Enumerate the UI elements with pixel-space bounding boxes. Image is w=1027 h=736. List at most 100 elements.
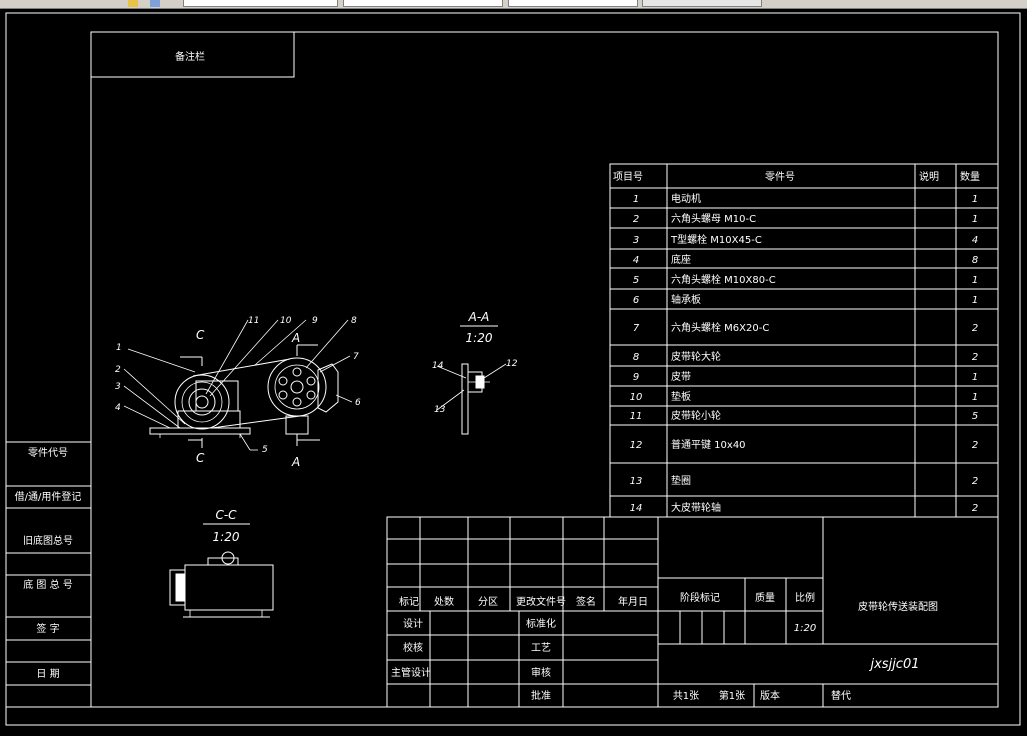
bom-row-qty: 2 bbox=[972, 323, 978, 334]
callout-aa-13: 13 bbox=[434, 405, 446, 415]
bom-row-no: 8 bbox=[633, 352, 639, 363]
bom-row-no: 12 bbox=[630, 440, 643, 451]
rev-header: 更改文件号 bbox=[516, 595, 566, 608]
sign-row: 校核 bbox=[403, 641, 423, 654]
std-row: 标准化 bbox=[526, 617, 556, 630]
bom-row-name: 电动机 bbox=[671, 192, 701, 205]
std-row: 批准 bbox=[531, 689, 551, 702]
bom-row-name: T型螺栓 M10X45-C bbox=[670, 233, 762, 246]
bom-table: 项目号 零件号 说明 数量 1 电动机 1 2 六角头螺母 M10-C 1 3 … bbox=[609, 163, 999, 518]
bom-row-name: 垫板 bbox=[671, 390, 691, 403]
bom-row-qty: 8 bbox=[972, 255, 978, 266]
rev-header: 签名 bbox=[576, 595, 596, 608]
assembly-main-view: C C A A 1 2 3 4 5 6 7 8 9 10 11 bbox=[115, 316, 361, 469]
bom-row-qty: 1 bbox=[972, 275, 978, 286]
callout-3: 3 bbox=[115, 382, 121, 392]
drawing-code: jxsjjc01 bbox=[869, 657, 920, 672]
bom-row-no: 3 bbox=[633, 235, 639, 246]
side-row: 零件代号 bbox=[28, 447, 68, 459]
mass-label: 质量 bbox=[755, 592, 775, 604]
sign-row: 设计 bbox=[403, 617, 423, 630]
callout-6: 6 bbox=[355, 398, 361, 408]
sheet-border-outer bbox=[5, 12, 1021, 726]
plotstyle-dropdown[interactable] bbox=[642, 0, 762, 7]
view-label-a-top: A bbox=[291, 331, 300, 345]
bom-row-qty: 4 bbox=[972, 235, 978, 246]
section-aa-view: A-A 1:20 14 13 12 bbox=[432, 310, 518, 435]
callout-5: 5 bbox=[262, 445, 268, 455]
linetype-dropdown[interactable] bbox=[343, 0, 503, 7]
callout-7: 7 bbox=[353, 352, 359, 362]
callout-9: 9 bbox=[312, 316, 318, 326]
rev-header: 处数 bbox=[434, 595, 454, 608]
rev-header: 标记 bbox=[399, 596, 419, 608]
callout-11: 11 bbox=[248, 316, 259, 326]
side-row: 借/通/用件登记 bbox=[15, 490, 82, 503]
side-row: 旧底图总号 bbox=[23, 534, 73, 547]
bom-row-qty: 1 bbox=[972, 372, 978, 383]
std-row: 审核 bbox=[531, 666, 551, 679]
pan-icon[interactable] bbox=[128, 0, 138, 7]
version-label: 版本 bbox=[760, 689, 780, 702]
drawing-title: 皮带轮传送装配图 bbox=[858, 600, 938, 613]
bom-row-name: 皮带轮小轮 bbox=[671, 409, 721, 422]
bom-row-no: 13 bbox=[630, 476, 643, 487]
bom-row-qty: 2 bbox=[972, 440, 978, 451]
sheets-total: 共1张 bbox=[673, 690, 699, 702]
section-cc-view: C-C 1:20 bbox=[169, 508, 274, 618]
bom-row-no: 1 bbox=[633, 194, 639, 205]
side-row: 日 期 bbox=[36, 668, 59, 680]
bom-row-no: 2 bbox=[633, 214, 639, 225]
viewer-toolbar bbox=[0, 0, 1027, 9]
bom-row-name: 六角头螺栓 M6X20-C bbox=[671, 321, 769, 334]
bom-row-qty: 2 bbox=[972, 476, 978, 487]
bom-row-qty: 5 bbox=[972, 411, 978, 422]
bom-row-no: 5 bbox=[633, 275, 639, 286]
sheet-no: 第1张 bbox=[719, 689, 745, 702]
bom-row-no: 7 bbox=[633, 323, 640, 334]
scale-value: 1:20 bbox=[794, 623, 816, 634]
top-label: 备注栏 bbox=[175, 50, 205, 63]
callout-4: 4 bbox=[115, 403, 121, 413]
top-label-box: 备注栏 bbox=[90, 31, 295, 78]
bom-row-qty: 1 bbox=[972, 214, 978, 225]
scale-label: 比例 bbox=[795, 591, 815, 604]
callout-2: 2 bbox=[115, 365, 121, 375]
section-aa-title: A-A bbox=[468, 310, 490, 324]
bom-row-no: 11 bbox=[630, 411, 643, 422]
side-row: 签 字 bbox=[36, 622, 59, 635]
callout-1: 1 bbox=[116, 343, 122, 353]
lineweight-dropdown[interactable] bbox=[508, 0, 638, 7]
bom-row-name: 六角头螺栓 M10X80-C bbox=[671, 273, 776, 286]
bom-row-no: 4 bbox=[633, 255, 639, 266]
bom-row-name: 轴承板 bbox=[671, 293, 701, 306]
orbit-icon[interactable] bbox=[150, 0, 160, 7]
bom-header-name: 零件号 bbox=[765, 171, 795, 183]
section-aa-scale: 1:20 bbox=[466, 331, 493, 345]
layer-dropdown[interactable] bbox=[183, 0, 338, 7]
bom-row-qty: 1 bbox=[972, 194, 978, 205]
bom-row-name: 底座 bbox=[671, 253, 691, 266]
rev-header: 年月日 bbox=[618, 595, 648, 608]
bom-row-name: 皮带 bbox=[671, 370, 691, 383]
section-cc-title: C-C bbox=[215, 508, 237, 522]
bom-row-no: 14 bbox=[630, 503, 643, 514]
replace-label: 替代 bbox=[831, 689, 851, 702]
callout-10: 10 bbox=[280, 316, 292, 326]
view-label-c-top: C bbox=[196, 328, 205, 342]
bom-row-no: 6 bbox=[633, 295, 639, 306]
bom-row-qty: 2 bbox=[972, 503, 978, 514]
callout-8: 8 bbox=[351, 316, 357, 326]
section-cc-scale: 1:20 bbox=[213, 530, 240, 544]
std-row: 工艺 bbox=[531, 642, 551, 654]
side-table: 零件代号 借/通/用件登记 旧底图总号 底 图 总 号 签 字 日 期 bbox=[6, 441, 91, 708]
bom-row-qty: 1 bbox=[972, 295, 978, 306]
bom-row-name: 垫圈 bbox=[671, 474, 691, 487]
callout-aa-14: 14 bbox=[432, 361, 444, 371]
bom-header-desc: 说明 bbox=[919, 170, 939, 183]
title-block: 标记 处数 分区 更改文件号 签名 年月日 设计 校核 主管设计 标准化 工艺 … bbox=[386, 516, 999, 708]
rev-header: 分区 bbox=[478, 596, 498, 608]
bom-row-name: 普通平键 10x40 bbox=[671, 438, 746, 451]
bom-row-name: 大皮带轮轴 bbox=[671, 501, 721, 514]
